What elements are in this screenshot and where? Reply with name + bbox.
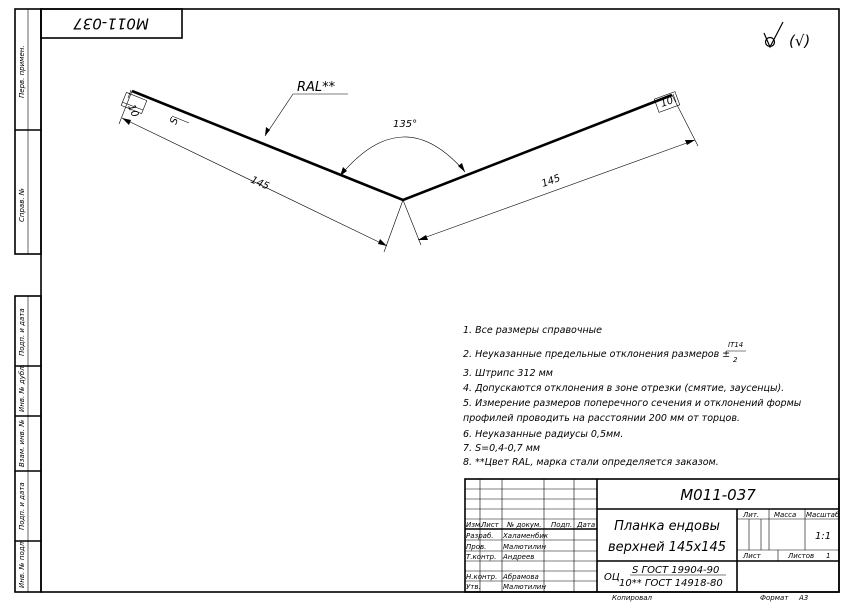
label-inv-podl: Инв. № подл. xyxy=(18,540,26,588)
left-hem-label: 10 xyxy=(125,103,140,119)
material-line1: S ГОСТ 19904-90 xyxy=(632,565,719,576)
col-list: Лист xyxy=(480,521,500,529)
format-value: А3 xyxy=(798,594,808,602)
label-sprav: Справ. № xyxy=(18,188,26,222)
razrab-label: Разраб. xyxy=(466,532,494,540)
col-izm: Изм. xyxy=(466,521,482,529)
note-4: 4. Допускаются отклонения в зоне отрезки… xyxy=(463,383,784,394)
nkontr-name: Абрамова xyxy=(502,573,539,581)
dimensions: 145 145 10 10 S 135° RAL** xyxy=(118,80,699,253)
format-label: Формат xyxy=(760,594,789,602)
massa-label: Масса xyxy=(774,511,796,519)
part-name-line2: верхней 145х145 xyxy=(608,540,726,555)
thickness-label: S xyxy=(168,116,181,126)
label-vzam-inv: Взам. инв. № xyxy=(18,419,26,467)
drawing-frame xyxy=(40,8,840,593)
left-margin: Перв. примен. Справ. № Подп. и дата Инв.… xyxy=(14,8,42,593)
part-name-line1: Планка ендовы xyxy=(614,519,720,534)
note-2-frac-bottom: 2 xyxy=(733,356,738,364)
material-line2: 10** ГОСТ 14918-80 xyxy=(619,578,723,589)
note-2: 2. Неуказанные предельные отклонения раз… xyxy=(463,349,730,360)
note-2-frac-top: IT14 xyxy=(728,341,743,349)
prov-label: Пров. xyxy=(466,543,486,551)
tkontr-name: Андреев xyxy=(502,553,534,561)
listov-value: 1 xyxy=(826,552,830,560)
lit-label: Лит. xyxy=(742,511,759,519)
nkontr-label: Н.контр. xyxy=(466,573,497,581)
surface-finish-symbol: (√) xyxy=(763,21,810,50)
label-podp-data-1: Подп. и дата xyxy=(18,308,26,356)
angle-label: 135° xyxy=(393,119,417,130)
col-docum: № докум. xyxy=(506,521,542,529)
note-8: 8. **Цвет RAL, марка стали определяется … xyxy=(463,457,719,468)
label-inv-dubl: Инв. № дубл. xyxy=(18,364,26,412)
right-length-label: 145 xyxy=(540,173,562,190)
note-3: 3. Штрипс 312 мм xyxy=(463,368,553,379)
note-1: 1. Все размеры справочные xyxy=(463,325,602,336)
utv-name: Малютилин xyxy=(503,583,546,591)
technical-notes: 1. Все размеры справочные 2. Неуказанные… xyxy=(463,325,802,468)
note-6: 6. Неуказанные радиусы 0,5мм. xyxy=(463,429,623,440)
prov-name: Малютилин xyxy=(503,543,546,551)
part-profile xyxy=(127,89,677,202)
surface-finish-text: (√) xyxy=(789,32,810,50)
rotated-drawing-code: М011-037 xyxy=(73,15,149,33)
col-data: Дата xyxy=(576,521,595,529)
material-prefix: ОЦ xyxy=(604,572,620,583)
left-length-label: 145 xyxy=(249,175,271,193)
col-podp: Подп. xyxy=(551,521,572,529)
rotated-code-box: М011-037 xyxy=(40,8,183,39)
note-5b: профилей проводить на расстоянии 200 мм … xyxy=(463,413,740,424)
masshtab-label: Масштаб xyxy=(806,511,840,519)
title-code: М011-037 xyxy=(680,486,756,504)
ral-label: RAL** xyxy=(297,80,336,95)
kopiroval-label: Копировал xyxy=(612,594,653,602)
scale-value: 1:1 xyxy=(815,531,831,542)
list-label: Лист xyxy=(742,552,762,560)
note-7: 7. S=0,4-0,7 мм xyxy=(463,443,540,454)
razrab-name: Халаменбик xyxy=(502,532,549,540)
label-podp-data-2: Подп. и дата xyxy=(18,482,26,530)
listov-label: Листов xyxy=(787,552,814,560)
right-hem-label: 10 xyxy=(659,95,675,110)
tkontr-label: Т.контр. xyxy=(466,553,496,561)
label-perv-primen: Перв. примен. xyxy=(18,45,26,98)
utv-label: Утв. xyxy=(466,583,481,591)
note-5a: 5. Измерение размеров поперечного сечени… xyxy=(463,398,802,409)
title-block: М011-037 Изм. Лист № докум. Подп. Дата Р… xyxy=(464,478,840,593)
profile-line xyxy=(131,89,673,202)
